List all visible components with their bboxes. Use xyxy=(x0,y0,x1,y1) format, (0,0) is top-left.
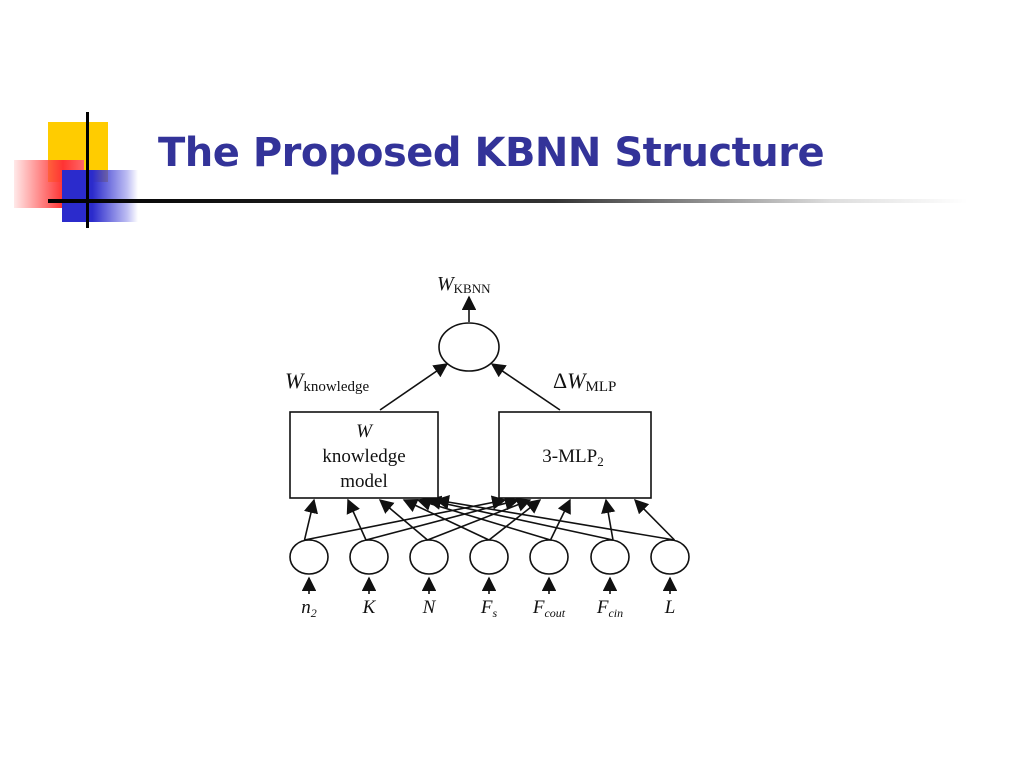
knowledge-box-line1: W xyxy=(356,421,374,442)
edge-input-5-to-knowledge xyxy=(426,495,614,541)
input-node-2 xyxy=(409,539,449,575)
mlp-box-label: 3-MLP2 xyxy=(542,446,603,469)
deco-blue-square xyxy=(62,170,138,222)
input-label-6: L xyxy=(664,597,676,618)
output-label: WKBNN xyxy=(437,273,491,296)
input-label-3: Fs xyxy=(480,597,498,620)
edge-input-4-to-mlp xyxy=(549,498,571,541)
edge-mlp-to-output xyxy=(490,363,561,411)
input-label-0: n2 xyxy=(301,597,317,620)
input-label-4: Fcout xyxy=(532,597,566,620)
input-label-2: N xyxy=(422,597,437,618)
edge-input-2-to-mlp xyxy=(427,498,532,541)
input-node-4 xyxy=(529,539,569,575)
input-node-1 xyxy=(349,539,389,575)
input-node-5 xyxy=(590,539,630,575)
deco-vertical-line xyxy=(86,112,89,228)
input-nodes xyxy=(289,539,690,575)
edge-input-3-to-mlp xyxy=(488,499,542,541)
slide-title: The Proposed KBNN Structure xyxy=(158,130,825,176)
edge-input-0-to-knowledge xyxy=(303,498,319,541)
edge-input-4-to-knowledge xyxy=(416,496,551,541)
edge-knowledge-to-output xyxy=(379,363,449,411)
input-node-0 xyxy=(289,539,329,575)
edge-input-6-to-knowledge xyxy=(434,495,675,541)
edge-input-1-to-mlp xyxy=(365,496,520,541)
edge-input-1-to-knowledge xyxy=(346,498,367,541)
mlp-delta-weight-label: ΔWMLP xyxy=(553,368,616,395)
knowledge-weight-label: Wknowledge xyxy=(285,368,369,395)
edge-input-6-to-mlp xyxy=(633,498,676,541)
edge-input-2-to-knowledge xyxy=(378,499,429,541)
title-rule xyxy=(48,199,968,203)
input-labels: n2 K N Fs Fcout Fcin L xyxy=(301,597,675,620)
input-label-1: K xyxy=(362,597,377,618)
knowledge-box-line3: model xyxy=(340,471,388,492)
input-node-3 xyxy=(469,539,509,575)
input-label-5: Fcin xyxy=(596,597,623,620)
knowledge-model-box xyxy=(289,411,439,499)
input-node-6 xyxy=(650,539,690,575)
diagram-edges xyxy=(301,295,678,594)
knowledge-box-line2: knowledge xyxy=(322,446,405,467)
edge-input-5-to-mlp xyxy=(601,498,616,541)
mlp-box xyxy=(498,411,652,499)
output-node xyxy=(438,322,500,372)
